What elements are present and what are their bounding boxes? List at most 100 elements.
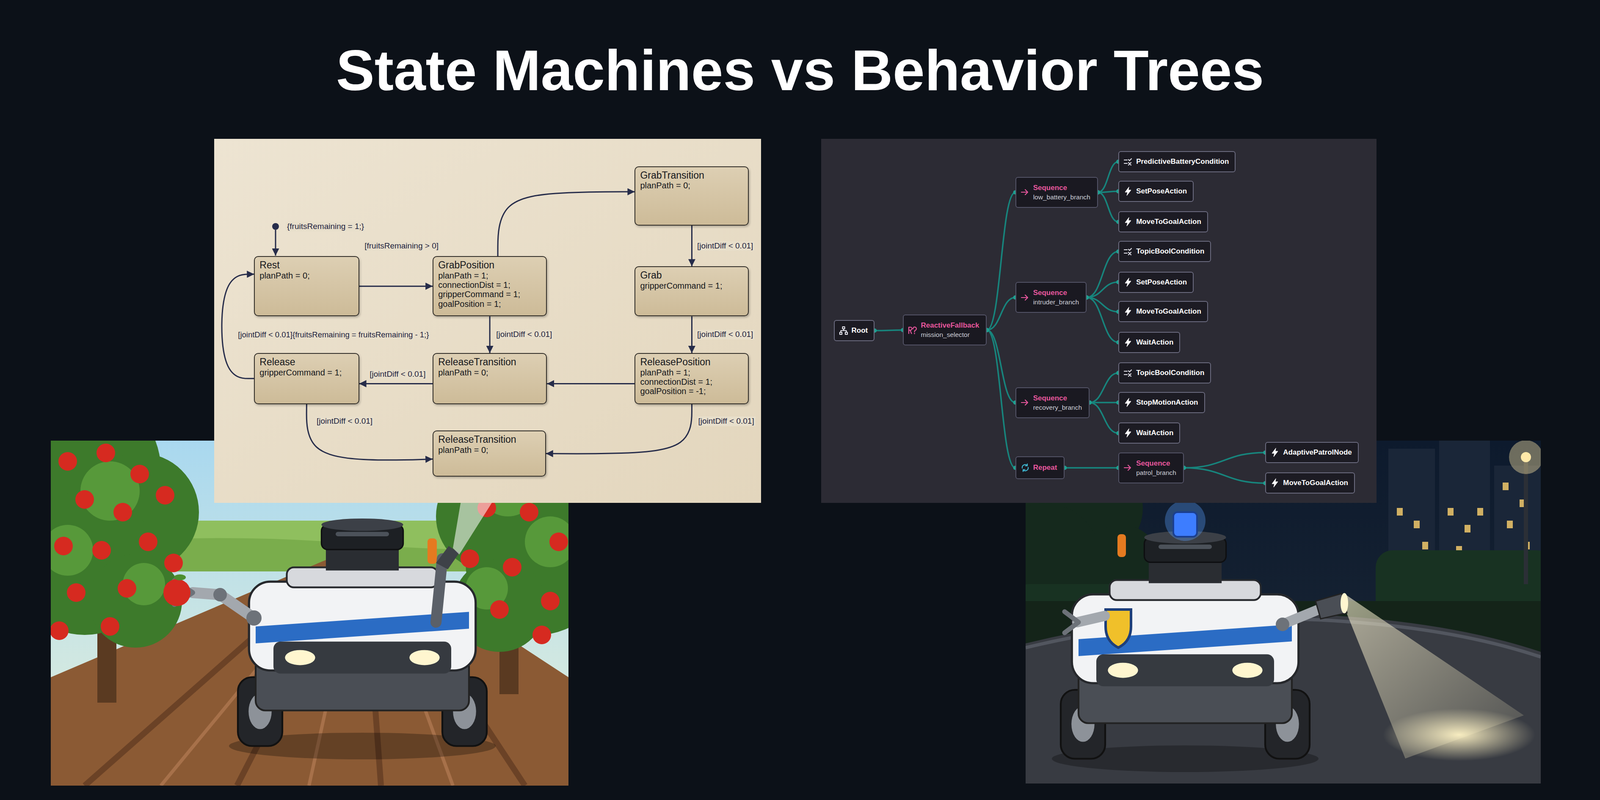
node-heading: TopicBoolCondition <box>1136 247 1205 256</box>
transition-guard: [jointDiff < 0.01] <box>697 416 756 427</box>
state-box: ReleaseTransitionplanPath = 0; <box>432 430 547 477</box>
tree-link <box>1183 452 1266 468</box>
tree-link <box>1064 467 1119 469</box>
patrol-illustration <box>1422 541 1429 550</box>
act-icon <box>1123 306 1133 317</box>
tree-control-node: ReactiveFallbackmission_selector <box>902 314 987 346</box>
tree-leaf-node: MoveToGoalAction <box>1118 211 1209 233</box>
patrol-illustration <box>1064 611 1079 633</box>
rep-icon-shape <box>1022 463 1029 472</box>
tree-control-node: Sequencelow_battery_branch <box>1015 176 1098 208</box>
orchard-illustration <box>100 617 120 636</box>
act-icon <box>1123 337 1133 348</box>
orchard-illustration <box>138 532 158 552</box>
tree-leaf-node: WaitAction <box>1118 422 1181 444</box>
patrol-illustration <box>1077 615 1105 623</box>
cond-icon <box>1123 246 1133 257</box>
orchard-illustration <box>58 452 78 471</box>
tree-leaf-node: PredictiveBatteryCondition <box>1118 151 1236 173</box>
act-icon-shape <box>1125 278 1132 287</box>
transition-guard: [jointDiff < 0.01] <box>695 329 755 340</box>
state-box: RestplanPath = 0; <box>253 256 359 317</box>
node-heading: Sequence <box>1033 288 1080 298</box>
state-transition <box>546 383 635 385</box>
orchard-illustration <box>66 583 86 602</box>
act-icon <box>1123 217 1133 227</box>
node-heading: TopicBoolCondition <box>1136 368 1205 378</box>
tree-control-node: Sequencerecovery_branch <box>1015 387 1090 419</box>
node-body: mission_selector <box>920 331 980 339</box>
tree-control-node: Repeat <box>1015 456 1065 480</box>
node-heading: SetPoseAction <box>1136 187 1187 196</box>
tree-control-node: Sequencepatrol_branch <box>1118 452 1184 484</box>
transition-guard: [fruitsRemaining > 0] <box>363 241 440 252</box>
node-heading: AdaptivePatrolNode <box>1282 448 1352 457</box>
orchard-illustration <box>435 558 443 623</box>
orchard-illustration <box>92 540 111 560</box>
patrol-illustration <box>1464 524 1471 533</box>
seq-icon-shape <box>1124 465 1131 471</box>
tree-link <box>874 330 903 331</box>
tree-link <box>1097 191 1119 193</box>
patrol-illustration <box>1396 482 1530 558</box>
patrol-illustration <box>1523 457 1529 585</box>
node-body: gripperCommand = 1; <box>259 367 354 378</box>
act-icon <box>1123 277 1133 287</box>
tree-root-node: Root <box>833 320 875 342</box>
act-icon-shape <box>1125 398 1132 407</box>
transition-guard: [jointDiff < 0.01]{fruitsRemaining = fru… <box>236 330 431 340</box>
tree-link <box>986 330 1016 403</box>
orchard-illustration <box>117 579 137 598</box>
state-box: ReleasePositionplanPath = 1;connectionDi… <box>634 353 749 405</box>
node-heading: GrabPosition <box>438 259 542 271</box>
orchard-illustration <box>427 538 437 564</box>
orchard-illustration <box>163 579 191 607</box>
state-box: GrabgripperCommand = 1; <box>634 266 749 317</box>
orchard-illustration <box>96 443 116 463</box>
act-icon <box>1123 428 1133 438</box>
tree-leaf-node: AdaptivePatrolNode <box>1265 441 1359 464</box>
act-icon-shape <box>1125 217 1132 227</box>
tree-link <box>986 330 1016 468</box>
state-box: ReleasegripperCommand = 1; <box>253 353 359 405</box>
patrol-illustration <box>1413 520 1420 529</box>
orchard-illustration <box>490 600 509 619</box>
tree-link <box>986 192 1016 330</box>
patrol-illustration <box>1520 452 1532 463</box>
patrol-illustration <box>1508 440 1541 475</box>
cond-icon <box>1123 368 1133 378</box>
patrol-illustration <box>1343 593 1524 759</box>
seq-icon-shape <box>1021 295 1028 301</box>
orchard-illustration <box>460 549 480 569</box>
orchard-illustration <box>54 536 73 556</box>
node-body: planPath = 0; <box>640 180 744 191</box>
initial-state <box>272 223 279 256</box>
node-heading: Repeat <box>1033 463 1058 472</box>
cond-icon-shape <box>1124 369 1132 377</box>
initial-state <box>272 223 279 230</box>
initial-state <box>275 229 277 256</box>
seq-icon-shape <box>1021 189 1028 195</box>
state-box: GrabPositionplanPath = 1;connectionDist … <box>432 256 547 317</box>
node-heading: Rest <box>259 259 354 271</box>
state-transition <box>221 274 254 379</box>
node-body: planPath = 0; <box>259 270 354 281</box>
initial-action: {fruitsRemaining = 1;} <box>285 221 366 232</box>
tree-leaf-node: MoveToGoalAction <box>1118 300 1209 323</box>
orchard-illustration <box>164 553 183 573</box>
root-icon <box>838 325 849 336</box>
patrol-illustration <box>1396 507 1403 516</box>
transition-guard: [jointDiff < 0.01] <box>695 241 755 252</box>
orchard-illustration <box>502 557 522 577</box>
cond-icon-shape <box>1124 248 1132 255</box>
patrol-illustration <box>1447 507 1454 516</box>
node-body: planPath = 1; <box>438 270 542 281</box>
node-body: patrol_branch <box>1136 468 1177 477</box>
orchard-illustration <box>50 524 94 576</box>
node-heading: MoveToGoalAction <box>1136 307 1202 316</box>
node-heading: Sequence <box>1033 394 1082 403</box>
state-transition <box>691 225 693 267</box>
node-heading: WaitAction <box>1136 428 1174 438</box>
patrol-illustration <box>1173 512 1198 537</box>
tree-link <box>986 297 1016 331</box>
